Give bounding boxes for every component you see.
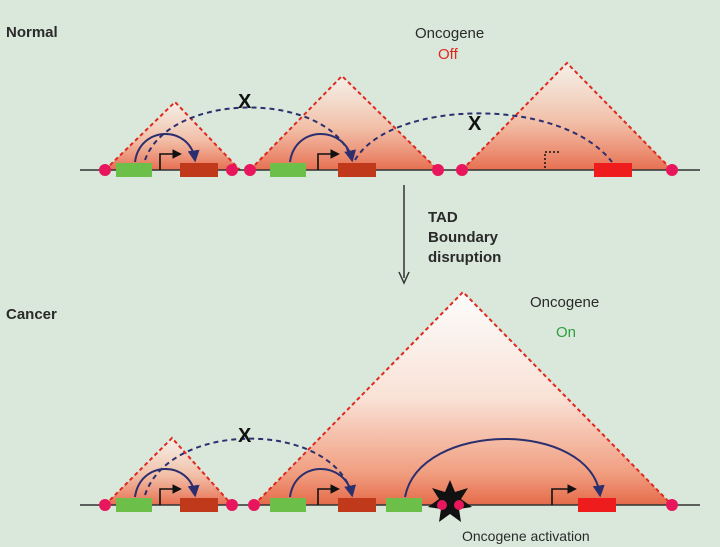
cancer-blocked-x: X (238, 425, 252, 447)
cancer-tad-small (105, 438, 232, 505)
cancer-tss-oncogene (551, 484, 577, 505)
normal-enhancer-1 (116, 163, 152, 177)
cancer-oncogene-title: Oncogene (530, 294, 600, 311)
cancer-panel: X (80, 290, 700, 522)
disrupted-boundary-2 (454, 500, 464, 510)
normal-oncogene (594, 163, 632, 177)
cancer-boundary-4 (666, 499, 678, 511)
cancer-panel-label: Cancer (6, 306, 57, 323)
transition-line-2: Boundary (428, 229, 499, 246)
normal-tad-2-outline (249, 74, 439, 171)
cancer-gene-2 (338, 498, 376, 512)
normal-boundary-3 (244, 164, 256, 176)
tad-boundary-disruption-text: TAD Boundary disruption (428, 208, 501, 268)
normal-boundary-2 (226, 164, 238, 176)
transition-line-3: disruption (428, 249, 502, 266)
normal-tss-2 (317, 149, 340, 170)
cancer-enhancer-1 (116, 498, 152, 512)
cancer-enhancer-2 (270, 498, 306, 512)
boundary-disruption-star-icon (428, 480, 472, 522)
cancer-tad-merged-outline (253, 290, 673, 506)
cancer-boundary-1 (99, 499, 111, 511)
transition-line-1: TAD (428, 209, 458, 226)
normal-gene-2 (338, 163, 376, 177)
oncogene-activation-caption: Oncogene activation (462, 528, 590, 544)
normal-oncogene-status: Off (438, 46, 458, 63)
cancer-gene-1 (180, 498, 218, 512)
cancer-tss-1 (159, 484, 182, 505)
normal-boundary-5 (456, 164, 468, 176)
normal-loop-1 (134, 133, 200, 163)
cancer-oncogene (578, 498, 616, 512)
cancer-oncogene-status: On (556, 324, 577, 341)
normal-panel: X X (80, 61, 700, 177)
cancer-boundary-3 (248, 499, 260, 511)
cancer-tss-2 (317, 484, 340, 505)
cancer-tad-merged (254, 292, 672, 505)
normal-loop-2 (289, 133, 356, 163)
normal-tad-3 (462, 63, 672, 170)
cancer-loop-2 (289, 468, 356, 498)
normal-boundary-6 (666, 164, 678, 176)
cancer-loop-1 (134, 468, 200, 498)
normal-tss-1 (159, 149, 182, 170)
cancer-activation-loop (404, 438, 605, 498)
normal-tad-3-outline (461, 61, 673, 171)
disrupted-boundary-1 (437, 500, 447, 510)
normal-boundary-1 (99, 164, 111, 176)
normal-panel-label: Normal (6, 24, 58, 41)
cancer-boundary-2 (226, 499, 238, 511)
normal-gene-1 (180, 163, 218, 177)
cancer-enhancer-3 (386, 498, 422, 512)
transition-arrow (398, 185, 410, 285)
normal-boundary-4 (432, 164, 444, 176)
normal-blocked-x-2: X (468, 113, 482, 135)
normal-tad-1 (105, 102, 240, 170)
normal-enhancer-2 (270, 163, 306, 177)
normal-blocked-arc-2 (354, 112, 613, 163)
normal-blocked-arc-1 (144, 106, 353, 161)
cancer-tad-small-outline (104, 436, 233, 506)
normal-blocked-tss (544, 151, 560, 168)
normal-oncogene-title: Oncogene (415, 25, 485, 42)
normal-blocked-x-1: X (238, 91, 252, 113)
